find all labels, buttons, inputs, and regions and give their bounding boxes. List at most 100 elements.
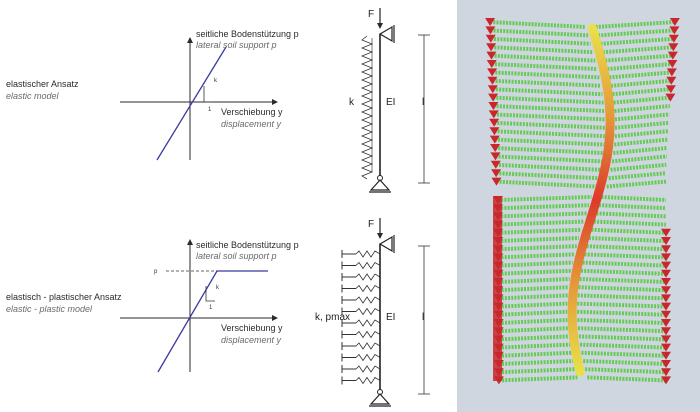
fe-support-triangle xyxy=(666,76,677,85)
fe-support-triangle xyxy=(668,34,679,43)
fe-spring-segment xyxy=(579,342,667,350)
bottom-support-icon-2 xyxy=(369,393,391,405)
fe-spring-segment xyxy=(497,203,590,211)
fe-support-triangle xyxy=(488,102,499,110)
fe-spring-segment xyxy=(493,104,605,113)
top-support-icon xyxy=(378,25,393,43)
stiffness-label: EI xyxy=(386,97,395,108)
fe-support-triangle xyxy=(485,34,496,43)
fe-spring-segment xyxy=(498,342,571,350)
fe-spring-segment xyxy=(491,62,598,71)
plastic-spring-set xyxy=(341,250,381,385)
fe-support-triangle xyxy=(491,169,502,178)
fe-support-triangle xyxy=(489,127,500,136)
fe-support-triangle xyxy=(661,360,671,368)
fe-support-triangle xyxy=(661,302,671,311)
fe-spring-segment xyxy=(580,268,667,276)
fe-spring-segment xyxy=(495,162,601,172)
slope-k-label-2: k xyxy=(216,285,220,291)
fe-support-triangle xyxy=(485,26,496,35)
p-axis-label-en: lateral soil support p xyxy=(196,40,277,50)
fe-support-triangle xyxy=(488,110,499,119)
fe-spring-segment xyxy=(498,359,574,366)
fe-support-triangle xyxy=(487,68,498,77)
fe-support-triangle xyxy=(669,18,680,26)
fe-support-triangle xyxy=(488,93,499,102)
plastic-spring xyxy=(355,261,381,270)
fe-support-triangle xyxy=(490,160,501,169)
fe-support-triangle xyxy=(667,60,678,68)
fe-support-triangle xyxy=(661,376,671,385)
fe-spring-segment xyxy=(498,268,572,276)
soil-spring-zigzag xyxy=(360,35,374,180)
fe-spring-rows xyxy=(489,20,676,383)
fe-support-triangle xyxy=(486,51,497,60)
fe-spring-segment xyxy=(577,326,667,334)
fe-support-triangle xyxy=(489,118,500,127)
spring-k-label: k xyxy=(349,97,355,108)
deformed-pile xyxy=(567,23,615,377)
fe-support-triangle xyxy=(490,152,501,161)
fe-spring-segment xyxy=(498,211,587,219)
fe-spring-segment xyxy=(588,236,667,243)
fe-spring-segment xyxy=(605,53,674,63)
fe-spring-segment xyxy=(587,375,667,383)
elastic-model-panel: elastischer Ansatz elastic model k 1 sei… xyxy=(6,8,430,193)
fe-spring-segment xyxy=(582,260,667,268)
force-label: F xyxy=(368,9,374,20)
y-axis-label-en: displacement y xyxy=(221,119,282,129)
plastic-spring xyxy=(355,307,381,316)
fe-support-triangle xyxy=(489,135,500,144)
fe-spring-segment xyxy=(579,277,667,284)
plastic-model-title-en: elastic - plastic model xyxy=(6,304,93,314)
fe-support-triangle xyxy=(485,18,496,26)
fe-spring-segment xyxy=(591,227,667,235)
fe-spring-segment xyxy=(498,309,568,317)
fe-spring-segment xyxy=(578,334,667,342)
fe-spring-segment xyxy=(490,36,591,46)
plastic-spring xyxy=(355,273,381,281)
fe-support-triangle xyxy=(661,286,671,295)
fe-support-triangle xyxy=(486,43,497,52)
fe-support-triangle xyxy=(661,253,671,262)
fe-spring-segment xyxy=(577,293,667,301)
fe-spring-segment xyxy=(498,301,568,309)
fe-support-triangle xyxy=(661,351,671,360)
p-axis-label-en-2: lateral soil support p xyxy=(196,251,277,261)
fe-spring-segment xyxy=(596,211,667,219)
elastic-plastic-pile-schematic: F k, pmax EI l xyxy=(315,218,430,407)
y-axis-label-de: Verschiebung y xyxy=(221,107,283,117)
force-label-2: F xyxy=(368,219,374,230)
fe-support-triangle xyxy=(661,319,671,327)
fe-spring-segment xyxy=(609,70,673,80)
slope-triangle-2 xyxy=(205,286,215,302)
slope-triangle xyxy=(203,86,213,103)
fe-spring-segment xyxy=(595,20,676,29)
fe-support-triangle xyxy=(669,26,680,35)
fe-support-triangle xyxy=(661,327,671,336)
fe-support-triangle xyxy=(661,343,671,352)
fe-support-triangle xyxy=(665,93,676,102)
elastic-model-title-en: elastic model xyxy=(6,91,60,101)
fe-spring-segment xyxy=(495,146,604,155)
fe-spring-segment xyxy=(492,70,600,80)
plastic-spring xyxy=(355,353,381,362)
fe-spring-segment xyxy=(614,129,669,139)
fe-spring-segment xyxy=(577,309,667,317)
fe-support-triangle xyxy=(668,43,679,52)
fe-spring-segment xyxy=(493,95,604,105)
fe-support-triangle xyxy=(661,278,671,286)
fe-spring-segment xyxy=(492,87,603,97)
elastic-pile-schematic: F k EI l xyxy=(349,8,430,193)
fe-spring-segment xyxy=(491,53,596,63)
fe-spring-segment xyxy=(494,120,606,130)
fe-spring-segment xyxy=(498,293,568,301)
fe-spring-segment xyxy=(598,203,667,211)
plastic-spring xyxy=(355,296,381,304)
fe-support-triangle xyxy=(665,85,676,94)
fe-spring-segment xyxy=(498,375,578,383)
elastic-model-title-de: elastischer Ansatz xyxy=(6,79,79,89)
top-support-icon-2 xyxy=(378,235,393,253)
fe-support-triangle xyxy=(486,60,497,68)
